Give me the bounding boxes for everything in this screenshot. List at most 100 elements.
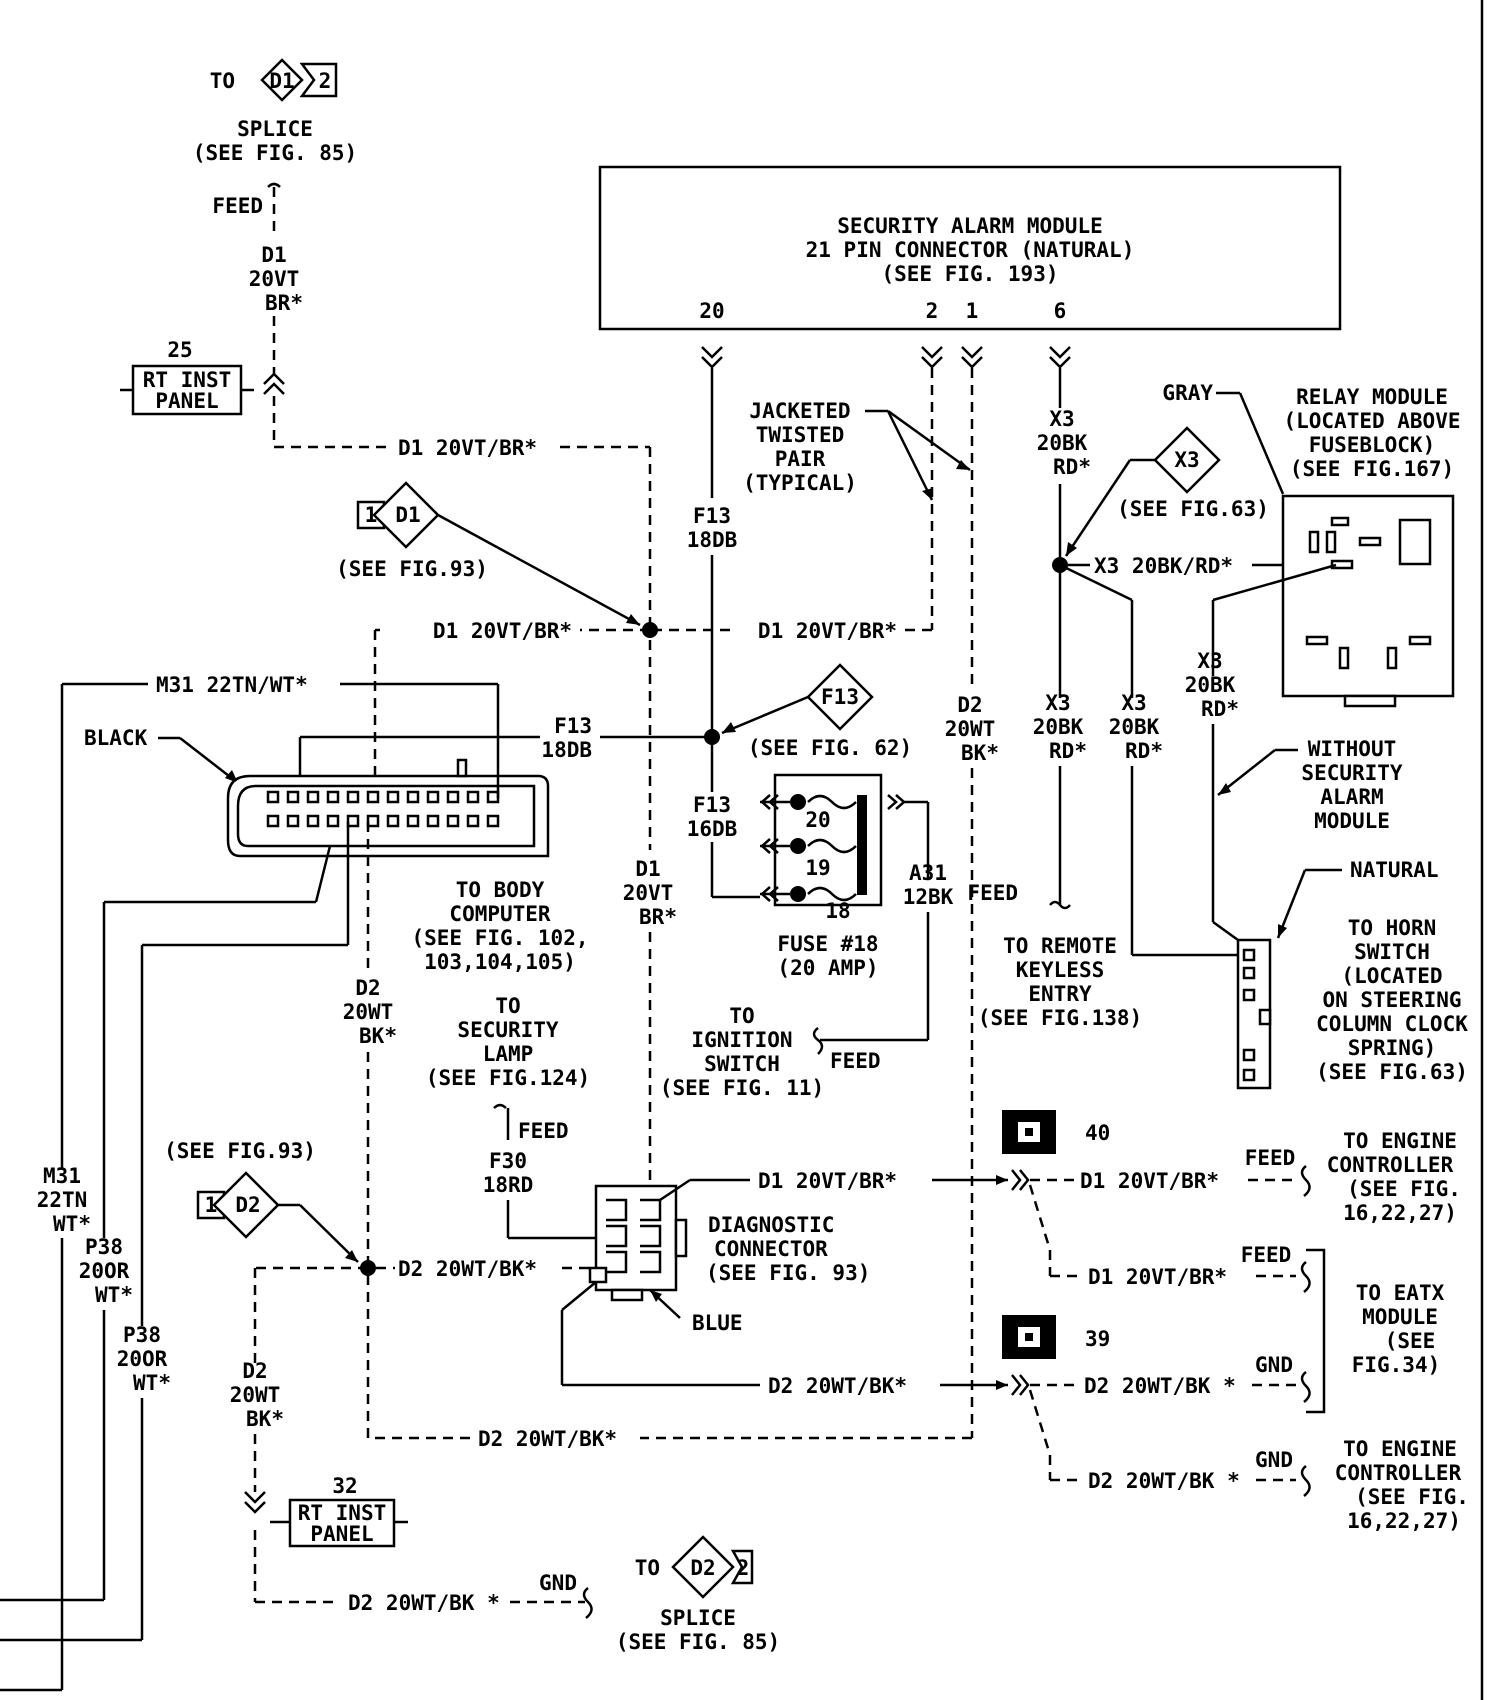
p38-a-color: WT* [95, 1283, 133, 1307]
d1-top-wire-gauge: 20VT [249, 267, 300, 291]
d1-splice-num: 1 [365, 503, 378, 527]
fuse-pin-19: 19 [805, 856, 830, 880]
x3-top-color: RD* [1053, 455, 1091, 479]
top-splice-name: SPLICE [237, 117, 313, 141]
eatx-line3: (SEE [1385, 1329, 1436, 1353]
f13-left-gauge: 18DB [541, 738, 592, 762]
x3-right-color: RD* [1125, 739, 1163, 763]
horn-line6: SPRING) [1348, 1036, 1437, 1060]
fuse-name: FUSE #18 [777, 932, 878, 956]
jacketed-line2: TWISTED [756, 423, 845, 447]
top-splice-pin-box [299, 62, 338, 98]
x3-right-gauge: 20BK [1109, 715, 1160, 739]
p38-a-code: P38 [85, 1235, 123, 1259]
d1-vert-code: D1 [635, 857, 660, 881]
body-computer-line2: COMPUTER [449, 902, 551, 926]
d1-wire-label-right: D1 20VT/BR* [758, 619, 897, 643]
d2-lower-code: D2 [242, 1359, 267, 1383]
relay-module-pins [1305, 516, 1432, 708]
horn-natural-label: NATURAL [1350, 858, 1439, 882]
module-pin-20: 20 [699, 299, 724, 323]
top-splice-diamond [260, 58, 304, 102]
eatx-line4: FIG.34) [1352, 1353, 1441, 1377]
fuse-rating: (20 AMP) [777, 956, 878, 980]
body-computer-pin [366, 790, 380, 804]
d2-diag-wire-label: D2 20WT/BK* [398, 1257, 537, 1281]
f13-wire-gauge: 18DB [687, 528, 738, 552]
engine-2-line1: TO ENGINE [1343, 1437, 1457, 1461]
engine-2-line3: (SEE FIG. [1355, 1485, 1469, 1509]
horn-line2: SWITCH [1354, 940, 1430, 964]
module-pin-6: 6 [1054, 299, 1067, 323]
body-computer-line3: (SEE FIG. 102, [411, 926, 588, 950]
jacketed-line4: (TYPICAL) [743, 471, 857, 495]
d1-vert-color: BR* [639, 905, 677, 929]
body-computer-color: BLACK [84, 726, 148, 750]
body-computer-connector [226, 758, 550, 858]
ignition-line4: (SEE FIG. 11) [660, 1076, 824, 1100]
relay-gray-label: GRAY [1162, 381, 1213, 405]
engine-2-gnd: GND [1255, 1448, 1293, 1472]
module-pin-1: 1 [966, 299, 979, 323]
body-computer-pin [486, 814, 500, 828]
body-computer-pin [286, 790, 300, 804]
m31-vert-color: WT* [53, 1212, 91, 1236]
ignition-feed: FEED [830, 1049, 881, 1073]
body-computer-line1: TO BODY [456, 878, 545, 902]
engine-1-line2: CONTROLLER [1327, 1153, 1454, 1177]
remote-keyless-line3: ENTRY [1028, 982, 1092, 1006]
rt-inst-bottom-line1: RT INST [298, 1501, 387, 1525]
d2-bottom-wire-label: D2 20WT/BK* [478, 1427, 617, 1451]
m31-wire-label: M31 22TN/WT* [156, 673, 308, 697]
x3-relay-code: X3 [1197, 649, 1222, 673]
x3-splice-code: X3 [1174, 448, 1199, 472]
security-lamp-line1: TO [495, 994, 520, 1018]
f30-code: F30 [489, 1149, 527, 1173]
m31-vert-gauge: 22TN [37, 1188, 88, 1212]
x3-splice-diamond [1153, 426, 1221, 494]
rt-inst-bottom-num: 32 [332, 1474, 357, 1498]
d1-vert-gauge: 20VT [623, 881, 674, 905]
module-title: SECURITY ALARM MODULE [837, 214, 1103, 238]
f30-gauge: 18RD [483, 1173, 534, 1197]
x3-mid-gauge: 20BK [1033, 715, 1084, 739]
d2-gnd-wire-label: D2 20WT/BK * [348, 1591, 500, 1615]
d2-vert-color: BK* [961, 741, 999, 765]
d1-top-wire-color: BR* [265, 291, 303, 315]
d2-lower-color: BK* [246, 1407, 284, 1431]
f13-splice-diamond [806, 663, 874, 731]
security-lamp-feed: FEED [518, 1119, 569, 1143]
diagnostic-line2: CONNECTOR [714, 1237, 828, 1261]
jacketed-line3: PAIR [775, 447, 826, 471]
relay-line2: (LOCATED ABOVE [1283, 409, 1460, 433]
f13-left-code: F13 [554, 714, 592, 738]
diagnostic-connector [588, 1184, 688, 1302]
top-splice-num: 2 [319, 69, 332, 93]
top-feed-tilde [267, 182, 281, 188]
fuse-pin-20: 20 [805, 808, 830, 832]
d1-eatx-label: D1 20VT/BR* [1088, 1265, 1227, 1289]
d2-diag-out-label: D2 20WT/BK* [768, 1374, 907, 1398]
body-computer-pin [426, 814, 440, 828]
security-lamp-line2: SECURITY [457, 1018, 559, 1042]
remote-keyless-line2: KEYLESS [1016, 958, 1105, 982]
x3-splice-ref: (SEE FIG.63) [1117, 497, 1269, 521]
body-computer-pin [406, 814, 420, 828]
rt-inst-top-num: 25 [167, 338, 192, 362]
engine-1-line3: (SEE FIG. [1347, 1177, 1461, 1201]
top-splice-to: TO [210, 69, 235, 93]
p38-a-gauge: 20OR [79, 1259, 130, 1283]
horn-line1: TO HORN [1348, 916, 1437, 940]
top-splice-ref: (SEE FIG. 85) [193, 141, 357, 165]
a31-gauge: 12BK [903, 885, 954, 909]
d2-lower-gauge: 20WT [230, 1383, 281, 1407]
x3-horizontal-label: X3 20BK/RD* [1094, 554, 1233, 578]
relay-line1: RELAY MODULE [1296, 385, 1448, 409]
engine-1-line1: TO ENGINE [1343, 1129, 1457, 1153]
bottom-splice-ref: (SEE FIG. 85) [616, 1630, 780, 1654]
connector-39-label: 39 [1085, 1327, 1110, 1351]
d2-splice-num: 1 [205, 1193, 218, 1217]
body-computer-pin [346, 790, 360, 804]
engine-2-line4: 16,22,27) [1347, 1509, 1461, 1533]
without-sam-line1: WITHOUT [1308, 737, 1397, 761]
